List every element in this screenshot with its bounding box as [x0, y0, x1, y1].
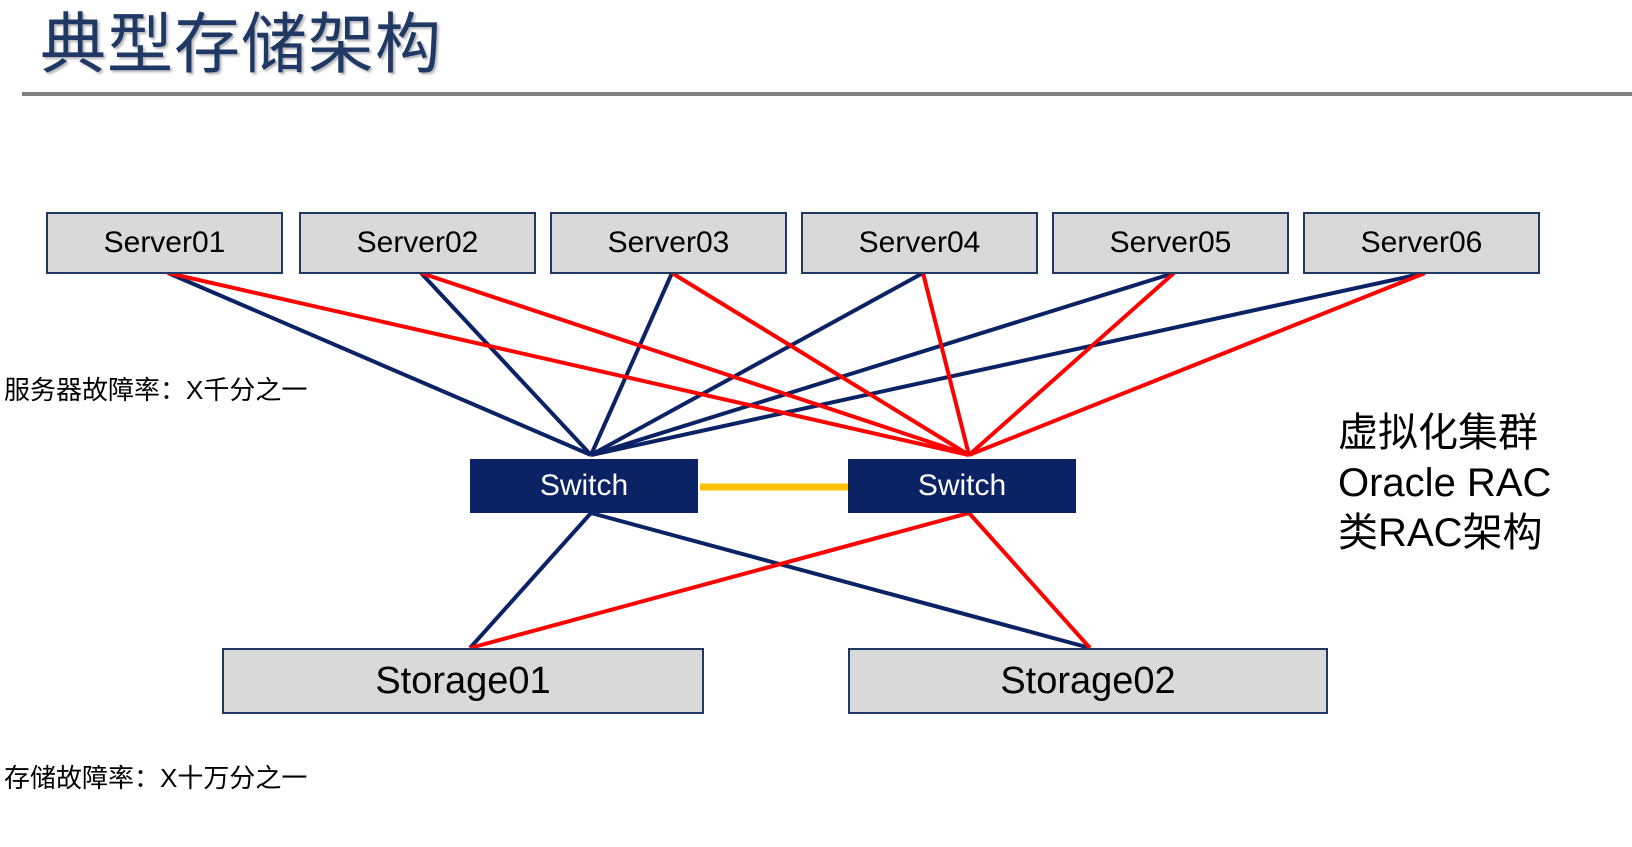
switch-node-2[interactable]: Switch [848, 459, 1076, 513]
connection-line [589, 272, 674, 456]
storage-node-2[interactable]: Storage02 [848, 648, 1328, 714]
connection-line [468, 511, 593, 650]
server-to-left-switch-links [167, 271, 1426, 457]
server-node-label: Server02 [356, 226, 479, 259]
server-node-3[interactable]: Server03 [550, 212, 787, 274]
switch-node-1[interactable]: Switch [470, 459, 698, 513]
server-node-label: Server03 [607, 226, 730, 259]
switch-node-label: Switch [917, 469, 1007, 502]
storage-failure-rate-label: 存储故障率：X十万分之一 [4, 763, 308, 793]
server-to-right-switch-links [167, 271, 1426, 457]
server-failure-rate-label: 服务器故障率：X千分之一 [4, 375, 308, 405]
server-node-label: Server06 [1360, 226, 1483, 259]
server-node-4[interactable]: Server04 [801, 212, 1038, 274]
cluster-annotation: 虚拟化集群 Oracle RAC 类RAC架构 [1338, 408, 1551, 558]
storage-node-label: Storage01 [375, 659, 551, 702]
server-node-label: Server01 [103, 226, 226, 259]
switch-to-storage-links [468, 511, 1092, 650]
cluster-annotation-line-3: 类RAC架构 [1338, 511, 1543, 555]
storage-node-label: Storage02 [1000, 659, 1176, 702]
connection-line [968, 271, 1426, 457]
title-divider [22, 92, 1632, 96]
switch-node-label: Switch [539, 469, 629, 502]
connection-line [921, 272, 971, 456]
connection-line [590, 271, 924, 457]
cluster-annotation-line-2: Oracle RAC [1338, 461, 1552, 505]
connection-line [469, 511, 970, 650]
page-title: 典型存储架构 [40, 7, 442, 81]
connection-line [167, 271, 592, 457]
connection-line [967, 271, 1176, 457]
connection-line [590, 271, 1175, 457]
connection-line [419, 271, 593, 457]
connection-line [420, 271, 970, 457]
server-node-5[interactable]: Server05 [1052, 212, 1289, 274]
connection-line [167, 271, 970, 457]
connection-line [590, 271, 1426, 457]
storage-node-1[interactable]: Storage01 [222, 648, 704, 714]
server-node-1[interactable]: Server01 [46, 212, 283, 274]
server-node-2[interactable]: Server02 [299, 212, 536, 274]
server-node-6[interactable]: Server06 [1303, 212, 1540, 274]
server-node-label: Server05 [1109, 226, 1232, 259]
connection-line [967, 511, 1092, 650]
cluster-annotation-line-1: 虚拟化集群 [1338, 411, 1538, 455]
connection-line [670, 271, 971, 457]
server-node-label: Server04 [858, 226, 981, 259]
connection-line [590, 511, 1091, 650]
